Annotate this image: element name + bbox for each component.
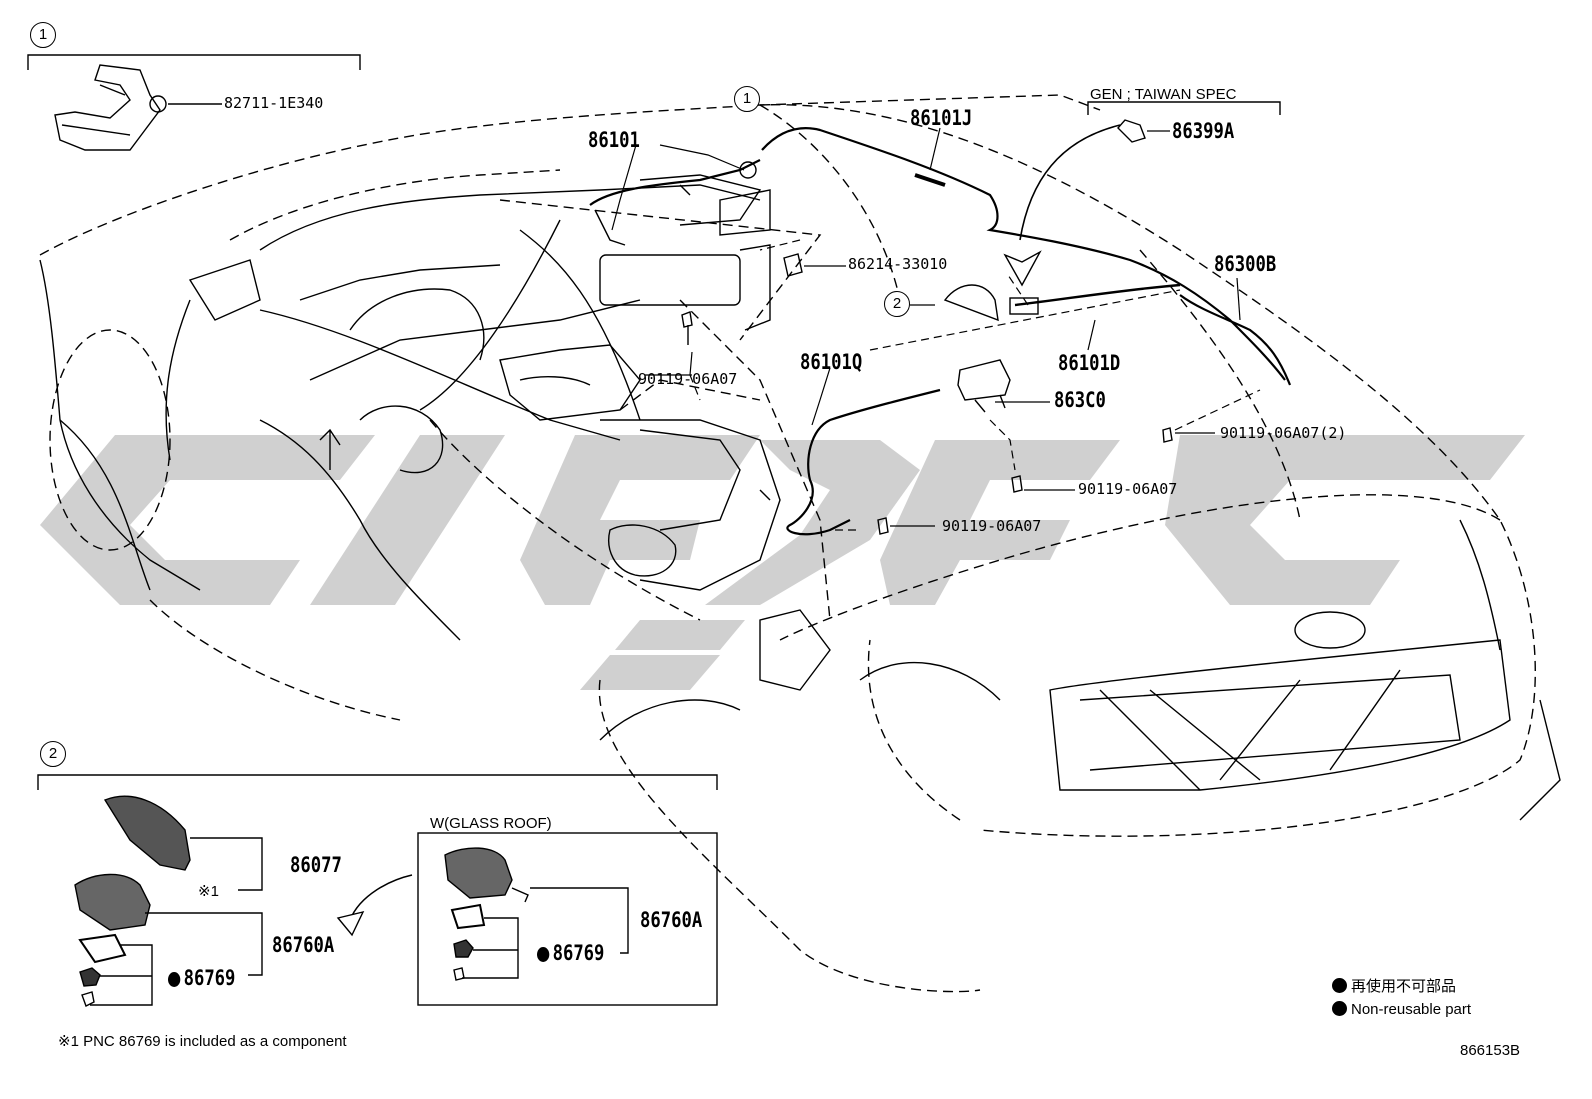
legend-cn-text: 再使用不可部品 bbox=[1351, 978, 1457, 995]
part-90119-06A07-b: 90119-06A07 bbox=[1078, 480, 1178, 498]
part-86101Q: 86101Q bbox=[800, 350, 863, 374]
glass-roof-heading: W(GLASS ROOF) bbox=[430, 815, 552, 832]
part-863C0: 863C0 bbox=[1054, 388, 1106, 412]
legend-dot-icon bbox=[1332, 978, 1347, 993]
diagram-id: 866153B bbox=[1460, 1042, 1521, 1059]
legend-en-text: Non-reusable part bbox=[1351, 1001, 1472, 1018]
part-86214-33010: 86214-33010 bbox=[848, 255, 948, 273]
part-86300B: 86300B bbox=[1214, 252, 1277, 276]
part-86760A-left: 86760A bbox=[272, 933, 335, 957]
part-90119-06A07-c: 90119-06A07 bbox=[942, 517, 1042, 535]
part-86399A: 86399A bbox=[1172, 119, 1235, 143]
part-86769-right-text: 86769 bbox=[552, 941, 605, 965]
non-reusable-dot-icon bbox=[168, 972, 181, 987]
legend-cn: 再使用不可部品 bbox=[1332, 975, 1456, 996]
callout-1-section: 1 bbox=[30, 22, 56, 48]
legend-dot-icon bbox=[1332, 1001, 1347, 1016]
part-90119-06A07-2: 90119-06A07(2) bbox=[1220, 424, 1347, 442]
part-82711-1E340: 82711-1E340 bbox=[224, 94, 324, 112]
part-86101: 86101 bbox=[588, 128, 640, 152]
part-86760A-right: 86760A bbox=[640, 908, 703, 932]
ref-mark-1: ※1 bbox=[198, 883, 219, 900]
part-86077: 86077 bbox=[290, 853, 342, 877]
part-86101J: 86101J bbox=[910, 106, 973, 130]
callout-1-car: 1 bbox=[734, 86, 760, 112]
part-86769-right: 86769 bbox=[537, 943, 604, 964]
gen-taiwan-spec-heading: GEN ; TAIWAN SPEC bbox=[1090, 86, 1237, 103]
part-86769-left: 86769 bbox=[168, 968, 235, 989]
part-90119-06A07-a: 90119-06A07 bbox=[638, 370, 738, 388]
non-reusable-dot-icon bbox=[537, 947, 550, 962]
part-86101D: 86101D bbox=[1058, 351, 1121, 375]
legend-en: Non-reusable part bbox=[1332, 1001, 1471, 1018]
callout-2-section: 2 bbox=[40, 741, 66, 767]
part-86769-left-text: 86769 bbox=[183, 966, 236, 990]
callout-2-car: 2 bbox=[884, 291, 910, 317]
footnote: ※1 PNC 86769 is included as a component bbox=[58, 1033, 347, 1050]
